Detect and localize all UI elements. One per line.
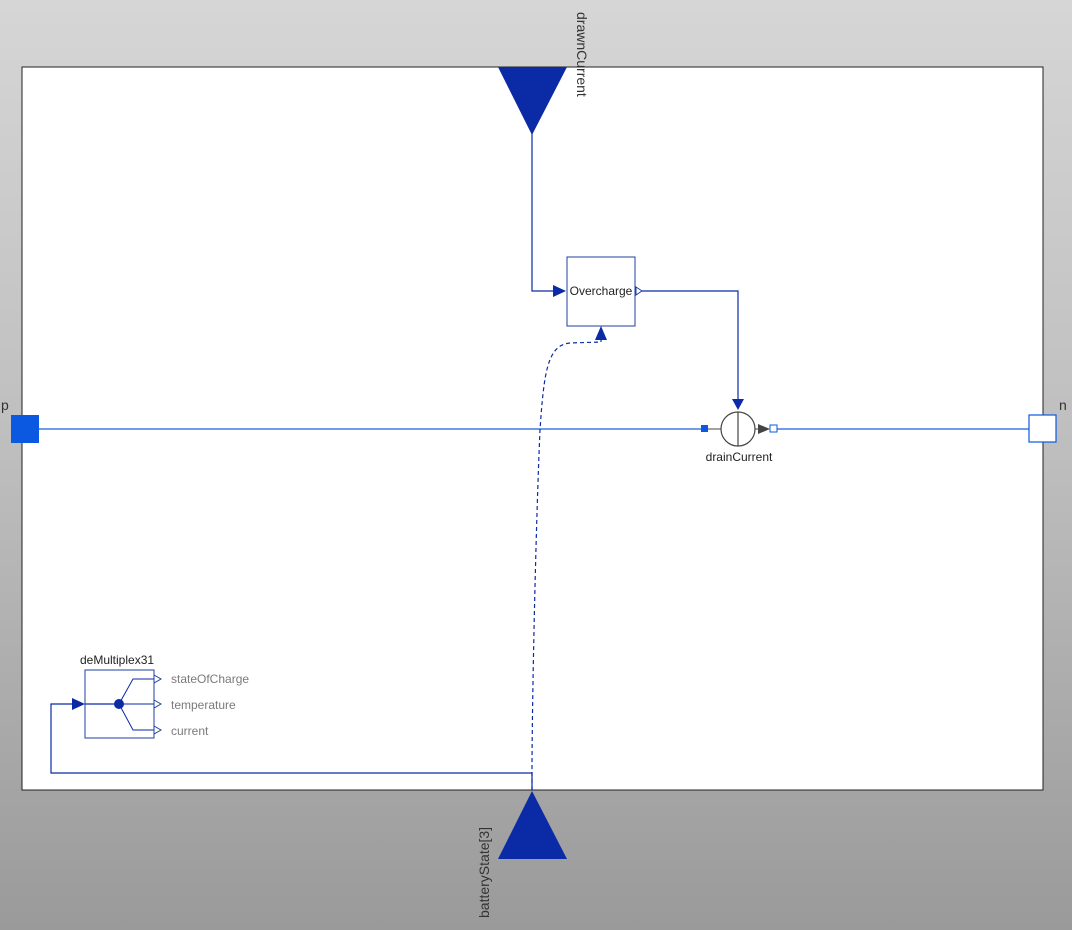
overcharge-block[interactable]: Overcharge [553, 256, 643, 340]
connection-batterystate-overcharge[interactable] [531, 335, 602, 790]
overcharge-input-arrow-icon [553, 285, 566, 297]
batterystate-label: batteryState[3] [476, 827, 492, 918]
overcharge-label: Overcharge [570, 284, 633, 298]
connection-overcharge-draincurrent[interactable] [641, 290, 739, 402]
current-direction-arrow-icon [758, 424, 770, 434]
pin-n-label: n [1059, 397, 1067, 413]
draincurrent-pin-n-icon[interactable] [769, 424, 778, 433]
demux-output3-arrow-icon [153, 725, 163, 735]
demux-input-arrow-icon [72, 698, 85, 710]
demux-block[interactable]: deMultiplex31 stateOfCharge temperature … [72, 653, 249, 739]
hollow-square-pin-icon[interactable] [1028, 414, 1057, 443]
draincurrent-input-arrow-icon [732, 399, 744, 410]
draincurrent-label: drainCurrent [706, 450, 773, 464]
drawncurrent-label: drawnCurrent [574, 12, 590, 97]
draincurrent-block[interactable]: drainCurrent [701, 399, 778, 464]
connection-drawncurrent-overcharge[interactable] [531, 133, 556, 292]
filled-square-pin-icon[interactable] [11, 415, 39, 443]
overcharge-control-input-icon [595, 326, 607, 340]
demux-output2-arrow-icon [153, 699, 163, 709]
demux-output-label: stateOfCharge [171, 672, 249, 686]
demux-output-label: current [171, 724, 209, 738]
demux-label: deMultiplex31 [80, 653, 154, 667]
triangle-down-icon[interactable] [498, 67, 567, 135]
demux-output-label: temperature [171, 698, 236, 712]
overcharge-output-arrow-icon [635, 286, 643, 296]
triangle-up-icon[interactable] [498, 791, 567, 859]
draincurrent-pin-p-icon[interactable] [701, 425, 708, 432]
pin-p-label: p [1, 397, 9, 413]
demux-output1-arrow-icon [153, 674, 163, 684]
connection-batterystate-demux[interactable] [50, 703, 533, 790]
